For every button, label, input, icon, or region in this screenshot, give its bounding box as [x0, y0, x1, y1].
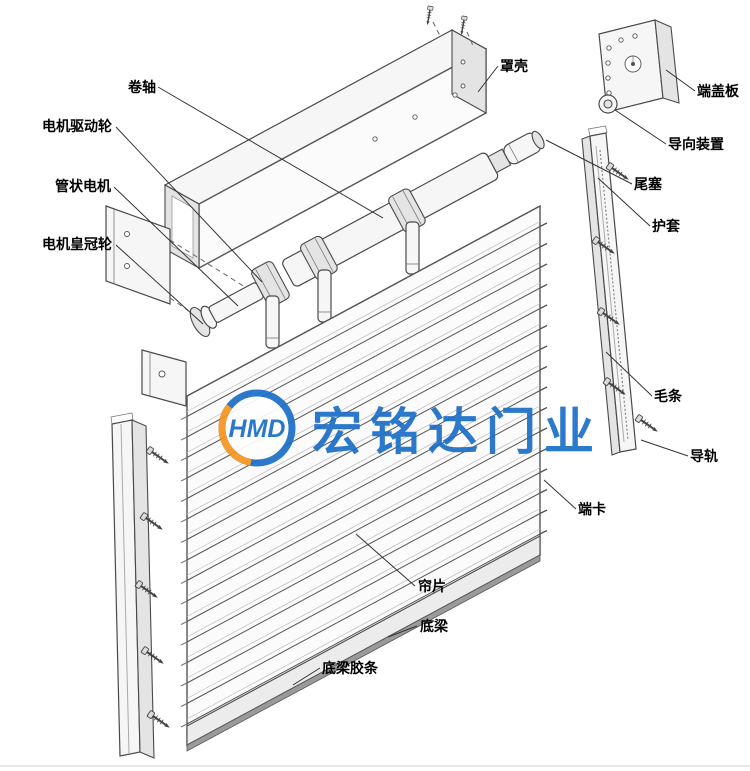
callout-brush-strip: 毛条 — [605, 351, 683, 404]
part-label: 帘片 — [418, 578, 446, 594]
bottom-beam-rubber-strip — [186, 554, 541, 752]
leader-line — [545, 139, 633, 185]
part-label: 护套 — [652, 218, 680, 234]
callout-tubular-motor: 管状电机 — [55, 178, 239, 307]
callout-guide-device: 导向装置 — [614, 109, 724, 152]
leader-line — [292, 667, 321, 686]
leader-line — [640, 439, 689, 457]
part-label: 端卡 — [578, 501, 606, 517]
leader-line — [614, 109, 667, 145]
guide-device — [598, 94, 618, 114]
leader-line — [115, 244, 204, 325]
end-clip-tabs — [180, 222, 548, 728]
callout-tail-plug: 尾塞 — [545, 139, 663, 192]
part-label: 底梁 — [420, 618, 449, 634]
callout-end-clip: 端卡 — [543, 479, 606, 517]
leader-line — [605, 351, 653, 397]
logo-orange-arc-icon — [218, 389, 296, 467]
leader-line — [355, 533, 416, 587]
rail-mount-bracket — [141, 349, 187, 407]
part-label: 端盖板 — [697, 83, 740, 99]
part-label: 电机皇冠轮 — [42, 236, 112, 252]
part-label: 毛条 — [654, 388, 683, 404]
curtain-straps — [265, 221, 420, 349]
part-label: 导轨 — [690, 448, 718, 464]
brand-text: 宏铭达门业 — [312, 404, 602, 460]
callout-guide-rail: 导轨 — [640, 439, 718, 464]
cover-housing — [163, 29, 488, 270]
part-label: 尾塞 — [634, 176, 663, 192]
leader-line — [113, 186, 239, 307]
leader-line — [115, 126, 263, 283]
leader-line — [387, 625, 418, 638]
callouts: 卷轴 罩壳 端盖板 导向装置 尾塞 护套 电机驱动轮 管状电机 — [42, 58, 740, 686]
part-label: 罩壳 — [500, 58, 528, 74]
bottom-divider — [0, 765, 750, 767]
leader-line — [477, 65, 499, 93]
callout-bottom-beam: 底梁 — [387, 618, 449, 638]
logo-text: HMD — [229, 415, 286, 443]
left-guide-rail — [110, 412, 155, 759]
part-label: 底梁胶条 — [322, 660, 379, 676]
brand-watermark: HMD 宏铭达门业 — [218, 389, 602, 467]
callout-roller-shaft: 卷轴 — [127, 79, 384, 219]
right-guide-rail — [581, 125, 637, 456]
callout-protective-sleeve: 护套 — [597, 177, 680, 234]
leader-line — [543, 479, 577, 510]
part-label: 电机驱动轮 — [42, 118, 112, 134]
leader-line — [597, 177, 651, 227]
part-label: 卷轴 — [127, 79, 156, 95]
callout-end-cover-plate: 端盖板 — [665, 69, 740, 99]
callout-cover-housing: 罩壳 — [477, 58, 528, 93]
housing-screws — [423, 5, 475, 49]
leader-line — [157, 86, 384, 219]
part-label: 导向装置 — [668, 136, 724, 152]
callout-curtain-slat: 帘片 — [355, 533, 446, 594]
callout-bottom-beam-rubber: 底梁胶条 — [292, 660, 379, 686]
end-cover-plate — [598, 19, 680, 113]
callout-motor-drive-wheel: 电机驱动轮 — [42, 118, 263, 283]
part-label: 管状电机 — [55, 178, 111, 194]
roller-shaft-assembly — [189, 130, 545, 338]
callout-motor-crown-wheel: 电机皇冠轮 — [42, 236, 204, 325]
leader-line — [665, 69, 696, 92]
